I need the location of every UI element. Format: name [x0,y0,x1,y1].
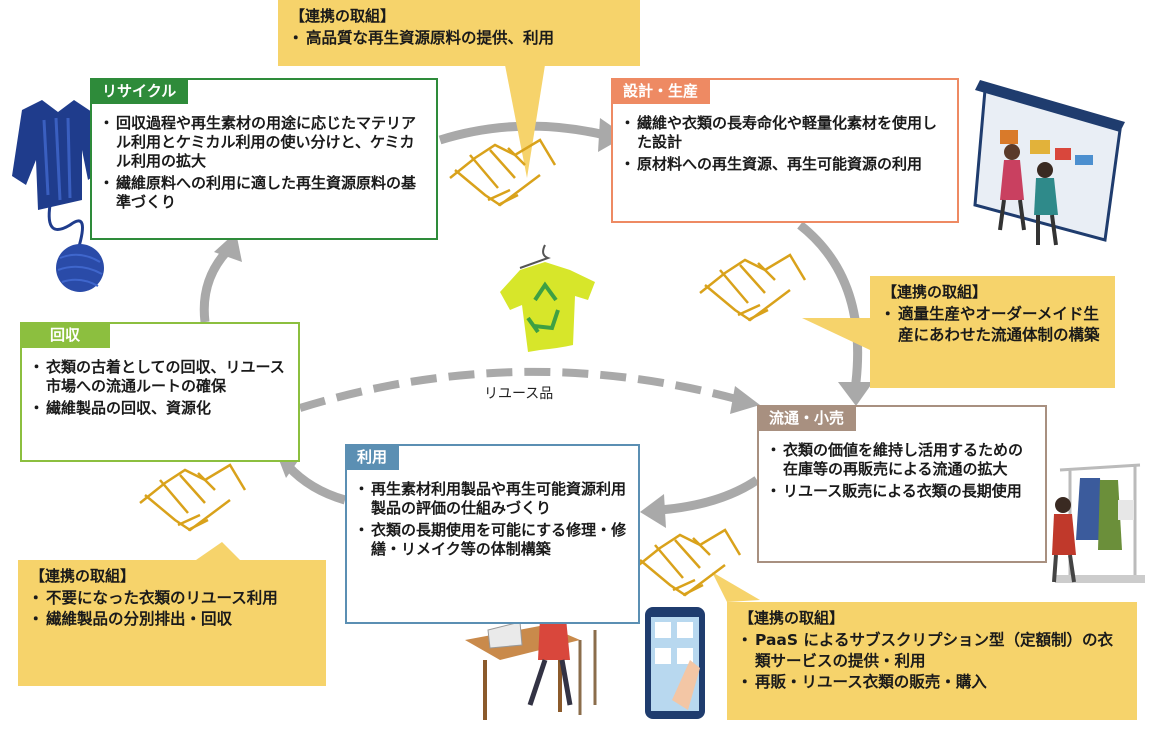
stage-retail-item-2: リユース販売による衣類の長期使用 [766,482,1035,501]
sewing-illustration [465,598,597,720]
callout-top-title: 【連携の取組】 [290,7,396,25]
callout-bottom-right-item-1: PaaS によるサブスクリプション型（定額制）の衣類サービスの提供・利用 [737,630,1125,672]
handshake-icon [449,138,557,207]
stage-use-title: 利用 [345,444,400,470]
callout-top: 【連携の取組】 高品質な再生資源原料の提供、利用 [278,0,640,66]
stage-use-item-1: 再生素材利用製品や再生可能資源利用製品の評価の仕組みづくり [354,480,628,518]
recycle-tshirt-illustration [500,244,595,352]
stage-recycle-list: 回収過程や再生素材の用途に応じたマテリアル利用とケミカル利用の使い分けと、ケミカ… [99,114,426,212]
callout-right-pointer [802,318,870,350]
stage-use-item-2: 衣類の長期使用を可能にする修理・修繕・リメイク等の体制構築 [354,521,628,559]
stage-retail-title: 流通・小売 [757,405,857,431]
handshake-icon [139,463,247,532]
reuse-dashed-arrow [298,367,742,412]
arrow-retail-to-use [659,476,760,515]
stage-recycle-title: リサイクル [90,78,189,104]
callout-bottom-left-item-1: 不要になった衣類のリユース利用 [28,588,314,609]
stage-design-item-2: 原材料への再生資源、再生可能資源の利用 [620,155,947,174]
stage-use: 利用 再生素材利用製品や再生可能資源利用製品の評価の仕組みづくり 衣類の長期使用… [345,444,640,624]
callout-right-list: 適量生産やオーダーメイド生産にあわせた流通体制の構築 [880,304,1103,346]
handshake-icon [699,253,807,322]
stage-design-title: 設計・生産 [611,78,711,104]
reuse-label: リユース品 [484,386,554,402]
callout-top-list: 高品質な再生資源原料の提供、利用 [288,28,628,49]
stage-design-item-1: 繊維や衣類の長寿命化や軽量化素材を使用した設計 [620,114,947,152]
callout-bottom-left-list: 不要になった衣類のリユース利用 繊維製品の分別排出・回収 [28,588,314,630]
callout-top-item-1: 高品質な再生資源原料の提供、利用 [288,28,628,49]
arrowhead-use [640,494,666,528]
stage-retail-list: 衣類の価値を維持し活用するための在庫等の再販売による流通の拡大 リユース販売によ… [766,441,1035,501]
retail-rack-illustration [1052,463,1145,583]
stage-retail: 流通・小売 衣類の価値を維持し活用するための在庫等の再販売による流通の拡大 リユ… [757,405,1047,563]
stage-design: 設計・生産 繊維や衣類の長寿命化や軽量化素材を使用した設計 原材料への再生資源、… [611,78,959,223]
callout-right: 【連携の取組】 適量生産やオーダーメイド生産にあわせた流通体制の構築 [870,276,1115,388]
stage-collect-title: 回収 [20,322,111,348]
callout-right-title: 【連携の取組】 [882,283,988,301]
callout-right-item-1: 適量生産やオーダーメイド生産にあわせた流通体制の構築 [880,304,1103,346]
stage-recycle-item-1: 回収過程や再生素材の用途に応じたマテリアル利用とケミカル利用の使い分けと、ケミカ… [99,114,426,171]
callout-bottom-right-list: PaaS によるサブスクリプション型（定額制）の衣類サービスの提供・利用 再販・… [737,630,1125,693]
stage-collect: 回収 衣類の古着としての回収、リユース市場への流通ルートの確保 繊維製品の回収、… [20,322,300,462]
callout-bottom-right-item-2: 再販・リユース衣類の販売・購入 [737,672,1125,693]
stage-collect-item-2: 繊維製品の回収、資源化 [29,399,288,418]
arrow-collect-to-recycle [199,246,232,323]
stage-design-list: 繊維や衣類の長寿命化や軽量化素材を使用した設計 原材料への再生資源、再生可能資源… [620,114,947,174]
callout-bottom-right: 【連携の取組】 PaaS によるサブスクリプション型（定額制）の衣類サービスの提… [727,602,1137,720]
stage-use-list: 再生素材利用製品や再生可能資源利用製品の評価の仕組みづくり 衣類の長期使用を可能… [354,480,628,559]
stage-recycle-item-2: 繊維原料への利用に適した再生資源原料の基準づくり [99,174,426,212]
stage-collect-item-1: 衣類の古着としての回収、リユース市場への流通ルートの確保 [29,358,288,396]
callout-bottom-left: 【連携の取組】 不要になった衣類のリユース利用 繊維製品の分別排出・回収 [18,560,326,686]
smartphone-illustration [645,607,705,719]
callout-bottom-right-pointer [712,572,760,602]
callout-bottom-left-pointer [196,542,240,560]
callout-bottom-left-item-2: 繊維製品の分別排出・回収 [28,609,314,630]
arrowhead-reuse [730,386,760,414]
sweater-yarn-illustration [12,100,104,292]
callout-top-pointer [505,65,545,178]
design-workshop-illustration [973,80,1125,246]
stage-recycle: リサイクル 回収過程や再生素材の用途に応じたマテリアル利用とケミカル利用の使い分… [90,78,438,240]
callout-bottom-right-title: 【連携の取組】 [739,609,845,627]
stage-retail-item-1: 衣類の価値を維持し活用するための在庫等の再販売による流通の拡大 [766,441,1035,479]
handshake-icon [634,528,742,597]
arrowhead-retail [838,382,873,406]
callout-bottom-left-title: 【連携の取組】 [30,567,136,585]
arrow-design-to-retail [797,221,863,391]
stage-collect-list: 衣類の古着としての回収、リユース市場への流通ルートの確保 繊維製品の回収、資源化 [29,358,288,418]
arrow-use-to-collect [284,462,347,505]
